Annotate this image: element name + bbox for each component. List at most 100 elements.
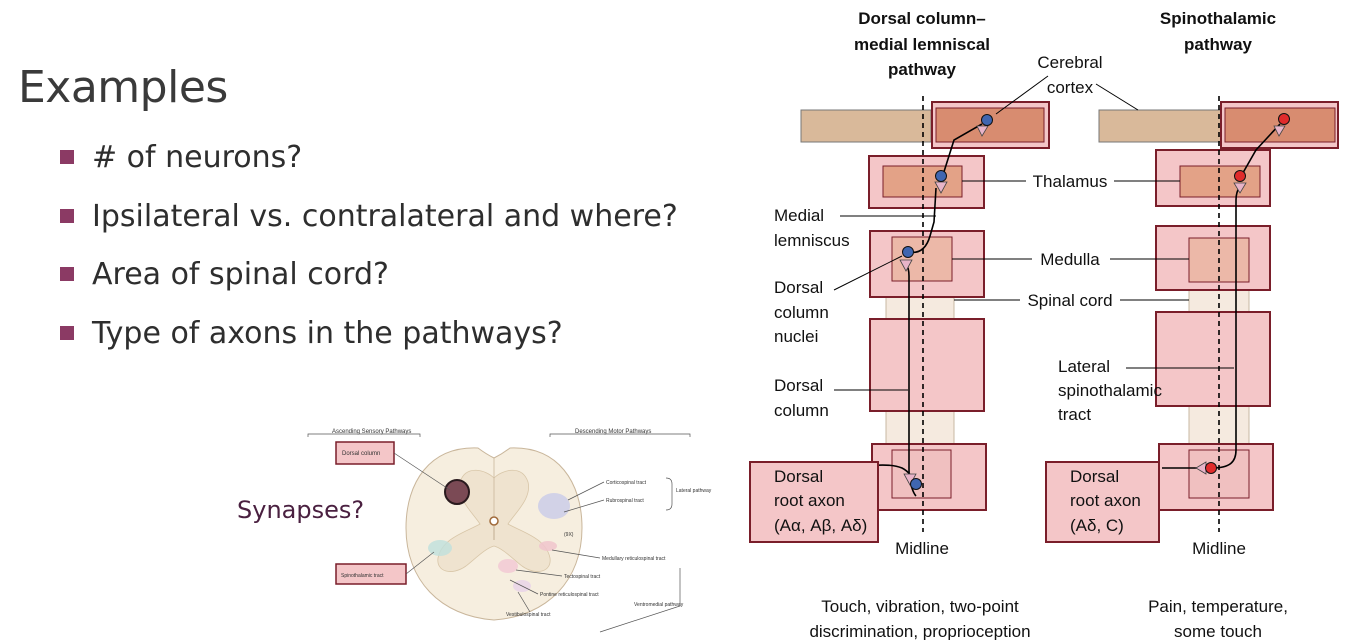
leader-line bbox=[509, 579, 539, 595]
root-axon-right-line-3: (Aδ, C) bbox=[1070, 516, 1124, 535]
cortex-strip-right bbox=[1098, 109, 1223, 143]
root-axon-left-line-3: (Aα, Aβ, Aδ) bbox=[774, 516, 867, 535]
bullet-item: Type of axons in the pathways? bbox=[56, 314, 678, 373]
rubrospinal-region bbox=[539, 541, 557, 551]
medial-lemniscus-line-2: lemniscus bbox=[774, 231, 850, 250]
ascending-bracket bbox=[307, 433, 421, 437]
dorsal-column-label: Dorsal column bbox=[342, 451, 380, 457]
neuron-soma-thalamus-red-icon bbox=[1234, 170, 1246, 182]
cerebral-cortex-line-1: Cerebral bbox=[1037, 53, 1102, 72]
tectospinal-label: Tectospinal tract bbox=[564, 574, 601, 580]
lateral-bracket bbox=[665, 477, 673, 511]
spinothalamic-label: Spinothalamic tract bbox=[341, 573, 384, 579]
leader-line bbox=[515, 569, 563, 577]
ascending-heading: Ascending Sensory Pathways bbox=[332, 429, 411, 435]
synapses-note: Synapses? bbox=[237, 496, 365, 524]
leader-line bbox=[567, 481, 605, 501]
leader-line bbox=[405, 551, 435, 575]
dorsal-column-nuclei-line-2: column bbox=[774, 303, 829, 322]
pathway-diagram: Dorsal column– medial lemniscal pathway … bbox=[749, 9, 1339, 640]
upper-cord-box-right bbox=[1155, 311, 1271, 407]
left-header-line-2: medial lemniscal bbox=[854, 35, 990, 54]
lower-cord-inner-left bbox=[891, 449, 952, 499]
bullet-square-icon bbox=[60, 325, 74, 340]
medial-lemniscus-line-1: Medial bbox=[774, 206, 824, 225]
bullet-square-icon bbox=[60, 150, 74, 164]
dorsal-column-nuclei-line-1: Dorsal bbox=[774, 278, 823, 297]
slide-title: Examples bbox=[18, 62, 228, 113]
lateral-pathway-text: Lateral pathway bbox=[676, 488, 712, 494]
medulla-inner-left bbox=[891, 236, 953, 282]
descending-heading: Descending Motor Pathways bbox=[575, 429, 651, 435]
root-axon-left-line-2: root axon bbox=[774, 491, 845, 510]
neuron-soma-dorsal-horn-icon bbox=[1205, 462, 1217, 474]
corticospinal-region bbox=[538, 493, 570, 519]
level-label: (9X) bbox=[564, 532, 574, 538]
lateral-spinothalamic-line-2: spinothalamic bbox=[1058, 381, 1162, 400]
root-axon-right-line-1: Dorsal bbox=[1070, 467, 1119, 486]
thalamus-inner-right bbox=[1179, 165, 1261, 198]
pontine-label: Pontine reticulospinal tract bbox=[540, 592, 599, 598]
cortex-strip-left bbox=[800, 109, 932, 143]
root-axon-right-line-2: root axon bbox=[1070, 491, 1141, 510]
bullet-item: Ipsilateral vs. contralateral and where? bbox=[56, 197, 678, 256]
upper-cord-box-left bbox=[869, 318, 985, 412]
dorsal-column-region bbox=[444, 479, 470, 505]
leader-line bbox=[563, 499, 605, 513]
central-canal bbox=[489, 516, 499, 526]
reticulospinal-region bbox=[498, 559, 518, 573]
lateral-spinothalamic-line-3: tract bbox=[1058, 405, 1091, 424]
neuron-soma-cortex-icon bbox=[981, 114, 993, 126]
bullet-text: Type of axons in the pathways? bbox=[92, 315, 563, 351]
medulla-label: Medulla bbox=[1040, 250, 1100, 269]
spinal-cord-label: Spinal cord bbox=[1027, 291, 1112, 310]
corticospinal-label: Corticospinal tract bbox=[606, 480, 647, 486]
thalamus-label: Thalamus bbox=[1033, 172, 1108, 191]
right-header-line-2: pathway bbox=[1184, 35, 1253, 54]
medullary-label: Medullary reticulospinal tract bbox=[602, 556, 666, 562]
neuron-soma-medulla-icon bbox=[902, 246, 914, 258]
lateral-pathway-label: Lateral pathway bbox=[676, 488, 712, 494]
synapse-terminal-icon bbox=[1273, 125, 1286, 137]
root-axon-box-left bbox=[749, 461, 879, 543]
leader-line bbox=[833, 255, 903, 291]
neuron-soma-cortex-red-icon bbox=[1278, 113, 1290, 125]
leader-line bbox=[995, 75, 1049, 115]
root-axon-left-line-1: Dorsal bbox=[774, 467, 823, 486]
right-header-line-1: Spinothalamic bbox=[1160, 9, 1276, 28]
bullet-list: # of neurons? Ipsilateral vs. contralate… bbox=[56, 138, 678, 372]
spinal-cord-cross-section: Ascending Sensory Pathways Descending Mo… bbox=[307, 429, 712, 633]
dorsal-column-line-2: column bbox=[774, 401, 829, 420]
neuron-soma-dorsal-root-icon bbox=[910, 478, 922, 490]
leader-line bbox=[393, 452, 451, 491]
caption-left-line-2: discrimination, proprioception bbox=[809, 622, 1030, 640]
caption-right-line-2: some touch bbox=[1174, 622, 1262, 640]
synapse-terminal-icon bbox=[1233, 182, 1247, 194]
left-header-line-3: pathway bbox=[888, 60, 957, 79]
synapse-terminal-icon bbox=[976, 125, 989, 137]
bullet-item: Area of spinal cord? bbox=[56, 255, 678, 314]
dorsal-column-nuclei-line-3: nuclei bbox=[774, 327, 818, 346]
root-axon-box-right bbox=[1045, 461, 1160, 543]
caption-left-line-1: Touch, vibration, two-point bbox=[821, 597, 1019, 616]
thalamocortical-axon-right bbox=[1239, 123, 1281, 179]
rubrospinal-label: Rubrospinal tract bbox=[606, 498, 644, 504]
dorsal-column-line-1: Dorsal bbox=[774, 376, 823, 395]
synapse-terminal-icon bbox=[899, 259, 913, 272]
bullet-text: Area of spinal cord? bbox=[92, 257, 389, 293]
bullet-square-icon bbox=[60, 267, 74, 282]
bullet-text: Ipsilateral vs. contralateral and where? bbox=[92, 198, 678, 234]
thalamocortical-axon-left bbox=[941, 123, 983, 179]
midline-label-left: Midline bbox=[895, 539, 949, 558]
ventromedial-label: Ventromedial pathway bbox=[634, 602, 684, 608]
ventromedial-bracket bbox=[599, 568, 681, 633]
caption-right-line-1: Pain, temperature, bbox=[1148, 597, 1288, 616]
vestibulospinal-label: Vestibulospinal tract bbox=[506, 612, 551, 618]
leader-line bbox=[1095, 83, 1139, 111]
leader-line bbox=[551, 549, 601, 559]
leader-line bbox=[517, 591, 531, 613]
lateral-spinothalamic-line-1: Lateral bbox=[1058, 357, 1110, 376]
bullet-item: # of neurons? bbox=[56, 138, 678, 197]
descending-bracket bbox=[549, 433, 691, 437]
cerebral-cortex-line-2: cortex bbox=[1047, 78, 1094, 97]
